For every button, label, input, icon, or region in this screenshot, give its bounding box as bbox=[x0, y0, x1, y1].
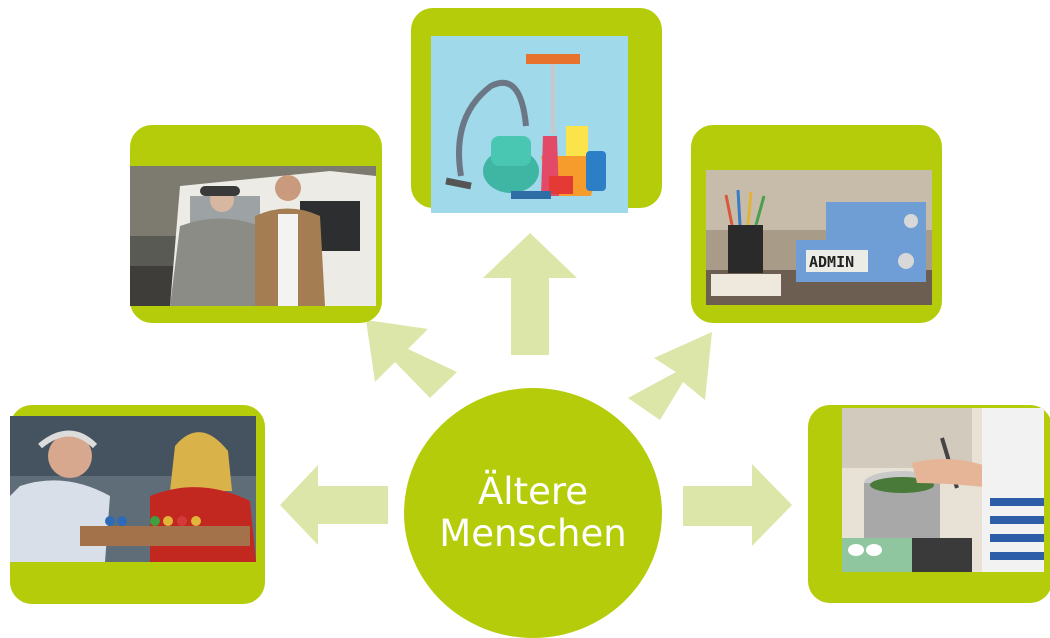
photo-games bbox=[10, 416, 256, 562]
arrow-left bbox=[280, 465, 388, 545]
photo-transport bbox=[130, 166, 376, 306]
center-label-line2: Menschen bbox=[439, 512, 627, 555]
center-label-line1: Ältere bbox=[477, 470, 589, 513]
arrow-right bbox=[683, 464, 792, 546]
arrow-up-right bbox=[628, 332, 712, 420]
admin-binder-label: ADMIN bbox=[809, 253, 855, 271]
photo-cooking bbox=[842, 408, 1044, 572]
photo-admin: ADMIN bbox=[706, 170, 932, 305]
arrow-up bbox=[483, 233, 577, 355]
arrow-up-left bbox=[366, 320, 457, 398]
center-node: Ältere Menschen bbox=[404, 388, 662, 638]
photo-cleaning bbox=[431, 36, 628, 213]
